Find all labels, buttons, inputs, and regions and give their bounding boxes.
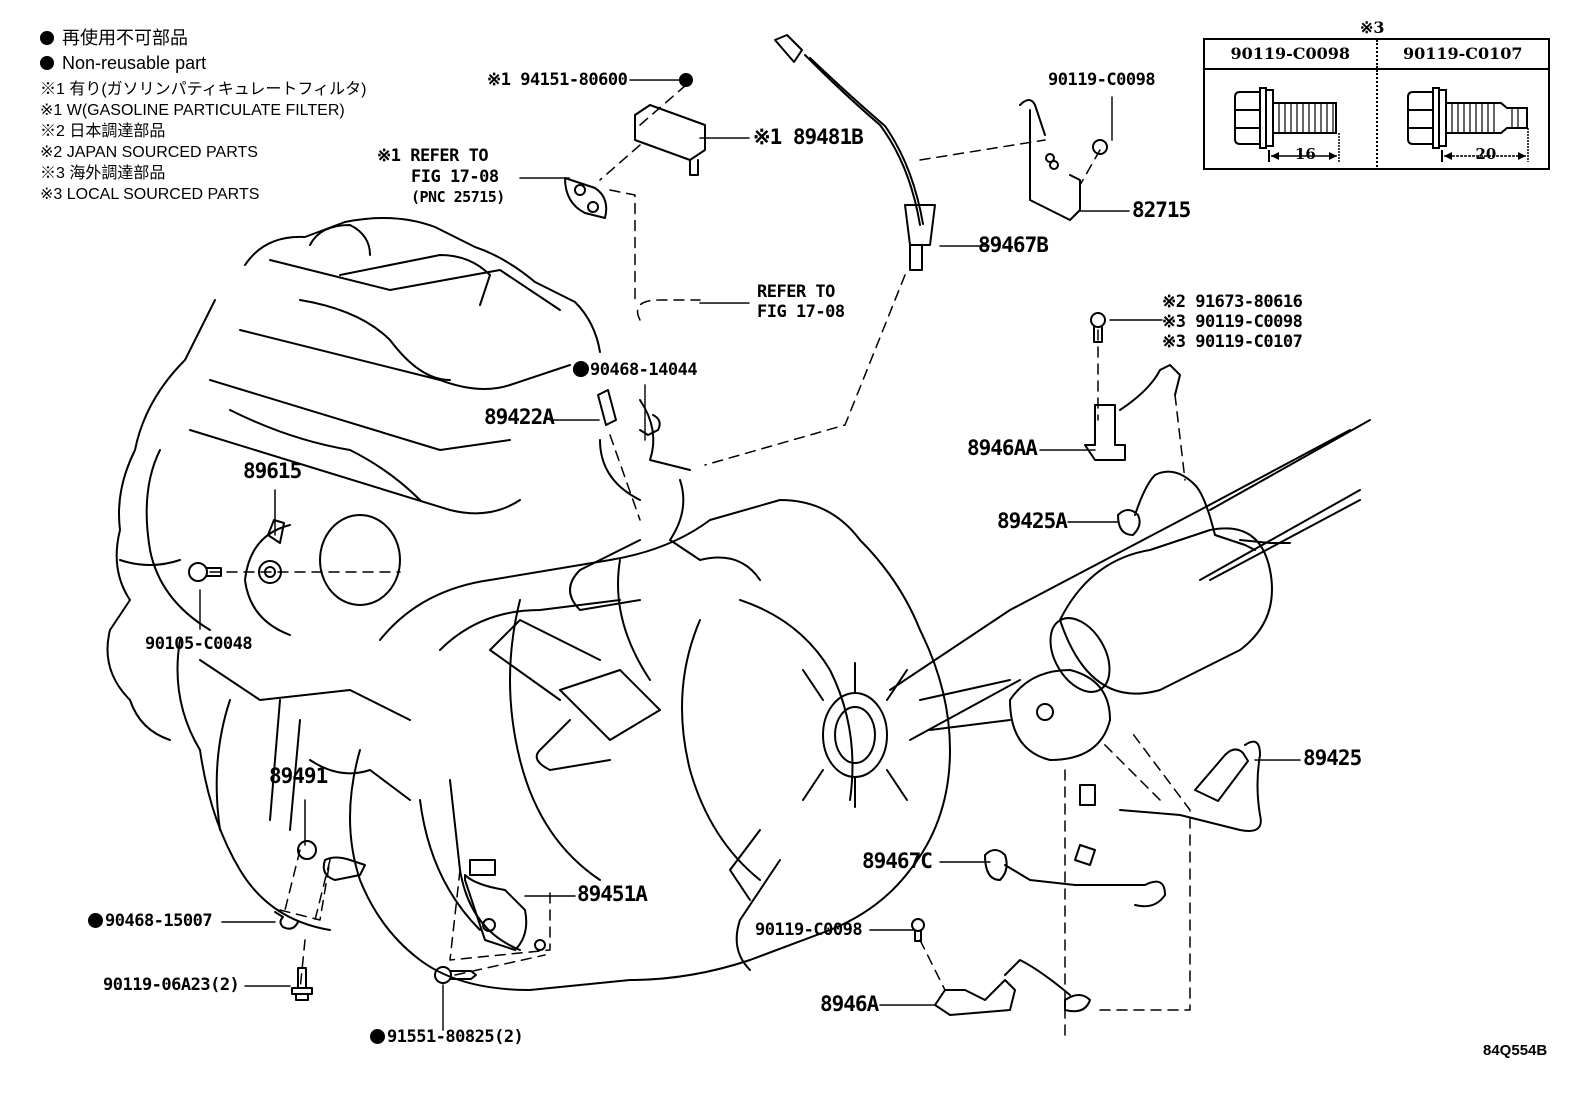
- bolt-length-1: 16: [1295, 145, 1316, 163]
- nut-icon: [679, 73, 693, 87]
- sensor-body-icon: [904, 204, 936, 271]
- part-label-89467B[interactable]: 89467B: [978, 233, 1049, 257]
- part-label-90119-C0098-bottom[interactable]: 90119-C0098: [755, 920, 863, 940]
- oxygen-sensor-icon: [774, 34, 921, 226]
- part-label-89491[interactable]: 89491: [269, 764, 328, 788]
- temperature-sensor-icon: [597, 389, 617, 426]
- part-label-90119-C0098-note3[interactable]: ※3 90119-C0098: [1162, 312, 1303, 332]
- bolt-table: 90119-C0098 90119-C0107 16: [1203, 38, 1550, 170]
- part-label-refer-2-line1[interactable]: REFER TO: [757, 282, 835, 302]
- legend-note: ※2 日本調達部品: [40, 123, 166, 140]
- part-number: 90468-14044: [590, 360, 698, 380]
- legend-note: ※1 W(GASOLINE PARTICULATE FILTER): [40, 102, 345, 119]
- oxygen-sensor-icon: [984, 849, 1166, 908]
- bolt-icon: [434, 966, 452, 984]
- part-label-8946AA[interactable]: 8946AA: [967, 436, 1038, 460]
- bolt-icon: [1406, 87, 1529, 162]
- part-label-90119-06A23[interactable]: 90119-06A23(2): [103, 975, 240, 995]
- part-label-89422A[interactable]: 89422A: [484, 405, 555, 429]
- bracket-icon: [1084, 404, 1126, 461]
- clip-icon: [274, 911, 299, 930]
- speed-sensor-icon: [297, 840, 317, 860]
- part-label-refer-1-line2[interactable]: FIG 17-08: [411, 167, 499, 187]
- legend-note: ※3 LOCAL SOURCED PARTS: [40, 186, 260, 203]
- part-label-82715[interactable]: 82715: [1132, 198, 1191, 222]
- part-label-refer-2-line2[interactable]: FIG 17-08: [757, 302, 845, 322]
- part-label-90105-C0048[interactable]: 90105-C0048: [145, 634, 253, 654]
- legend-text: Non-reusable part: [62, 53, 207, 73]
- bolt-illustration-1: 16: [1205, 70, 1376, 170]
- part-label-90119-C0107-note3[interactable]: ※3 90119-C0107: [1162, 332, 1303, 352]
- bolt-icon: [1090, 312, 1106, 328]
- figure-id: 84Q554B: [1483, 1042, 1548, 1059]
- non-reusable-dot-icon: [370, 1029, 385, 1044]
- part-label-90119-C0098-top[interactable]: 90119-C0098: [1048, 70, 1156, 90]
- bolt-table-header-2[interactable]: 90119-C0107: [1375, 40, 1549, 68]
- part-label-89467C[interactable]: 89467C: [862, 849, 933, 873]
- bracket-icon: [1019, 99, 1081, 221]
- legend-non-reusable-en: Non-reusable part: [40, 51, 366, 76]
- legend-text: 再使用不可部品: [62, 28, 188, 48]
- sensor-module-icon: [634, 104, 706, 176]
- non-reusable-dot-icon: [40, 56, 54, 70]
- part-label-90468-14044[interactable]: 90468-14044: [573, 360, 698, 380]
- legend-non-reusable-jp: 再使用不可部品: [40, 26, 366, 51]
- legend: 再使用不可部品 Non-reusable part ※1 有り(ガソリンパティキ…: [40, 26, 366, 205]
- bolt-table-header-1[interactable]: 90119-C0098: [1230, 44, 1351, 63]
- non-reusable-dot-icon: [88, 913, 103, 928]
- legend-note: ※2 JAPAN SOURCED PARTS: [40, 144, 258, 161]
- bolt-table-mark: ※3: [1360, 18, 1385, 37]
- bolt-icon: [1234, 87, 1340, 162]
- non-reusable-dot-icon: [573, 362, 588, 377]
- part-number: 90468-15007: [105, 911, 213, 931]
- bolt-length-2: 20: [1475, 145, 1497, 163]
- bracket-icon: [934, 979, 1016, 1016]
- part-label-90468-15007[interactable]: 90468-15007: [88, 911, 213, 931]
- part-glyphs: [188, 34, 1291, 1016]
- part-label-94151-80600[interactable]: ※1 94151-80600: [487, 70, 628, 90]
- part-label-89425A[interactable]: 89425A: [997, 509, 1068, 533]
- knock-sensor-icon: [267, 519, 285, 544]
- bolt-icon: [291, 967, 313, 1001]
- legend-note: ※1 有り(ガソリンパティキュレートフィルタ): [40, 81, 367, 98]
- part-number: 91551-80825(2): [387, 1027, 524, 1047]
- bolt-icon: [911, 918, 925, 932]
- part-label-89615[interactable]: 89615: [243, 459, 302, 483]
- part-label-89481B[interactable]: ※1 89481B: [753, 125, 864, 149]
- leader-lines: [199, 79, 1301, 1041]
- legend-note: ※3 海外調達部品: [40, 165, 166, 182]
- engine-assembly: [106, 217, 1371, 991]
- non-reusable-dot-icon: [40, 31, 54, 45]
- part-label-91673-80616[interactable]: ※2 91673-80616: [1162, 292, 1303, 312]
- bolt-illustration-2: 20: [1375, 70, 1549, 170]
- part-label-refer-1-line1[interactable]: ※1 REFER TO: [377, 146, 489, 166]
- oxygen-sensor-icon: [1194, 748, 1249, 802]
- neutral-switch-icon: [464, 859, 528, 951]
- part-label-89425[interactable]: 89425: [1303, 746, 1362, 770]
- oxygen-sensor-icon: [1117, 470, 1256, 551]
- bracket-icon: [564, 177, 608, 219]
- part-label-91551-80825[interactable]: 91551-80825(2): [370, 1027, 524, 1047]
- part-label-89451A[interactable]: 89451A: [577, 882, 648, 906]
- part-label-8946A[interactable]: 8946A: [820, 992, 879, 1016]
- bolt-icon: [188, 562, 208, 582]
- part-label-refer-1-line3: (PNC 25715): [411, 188, 505, 206]
